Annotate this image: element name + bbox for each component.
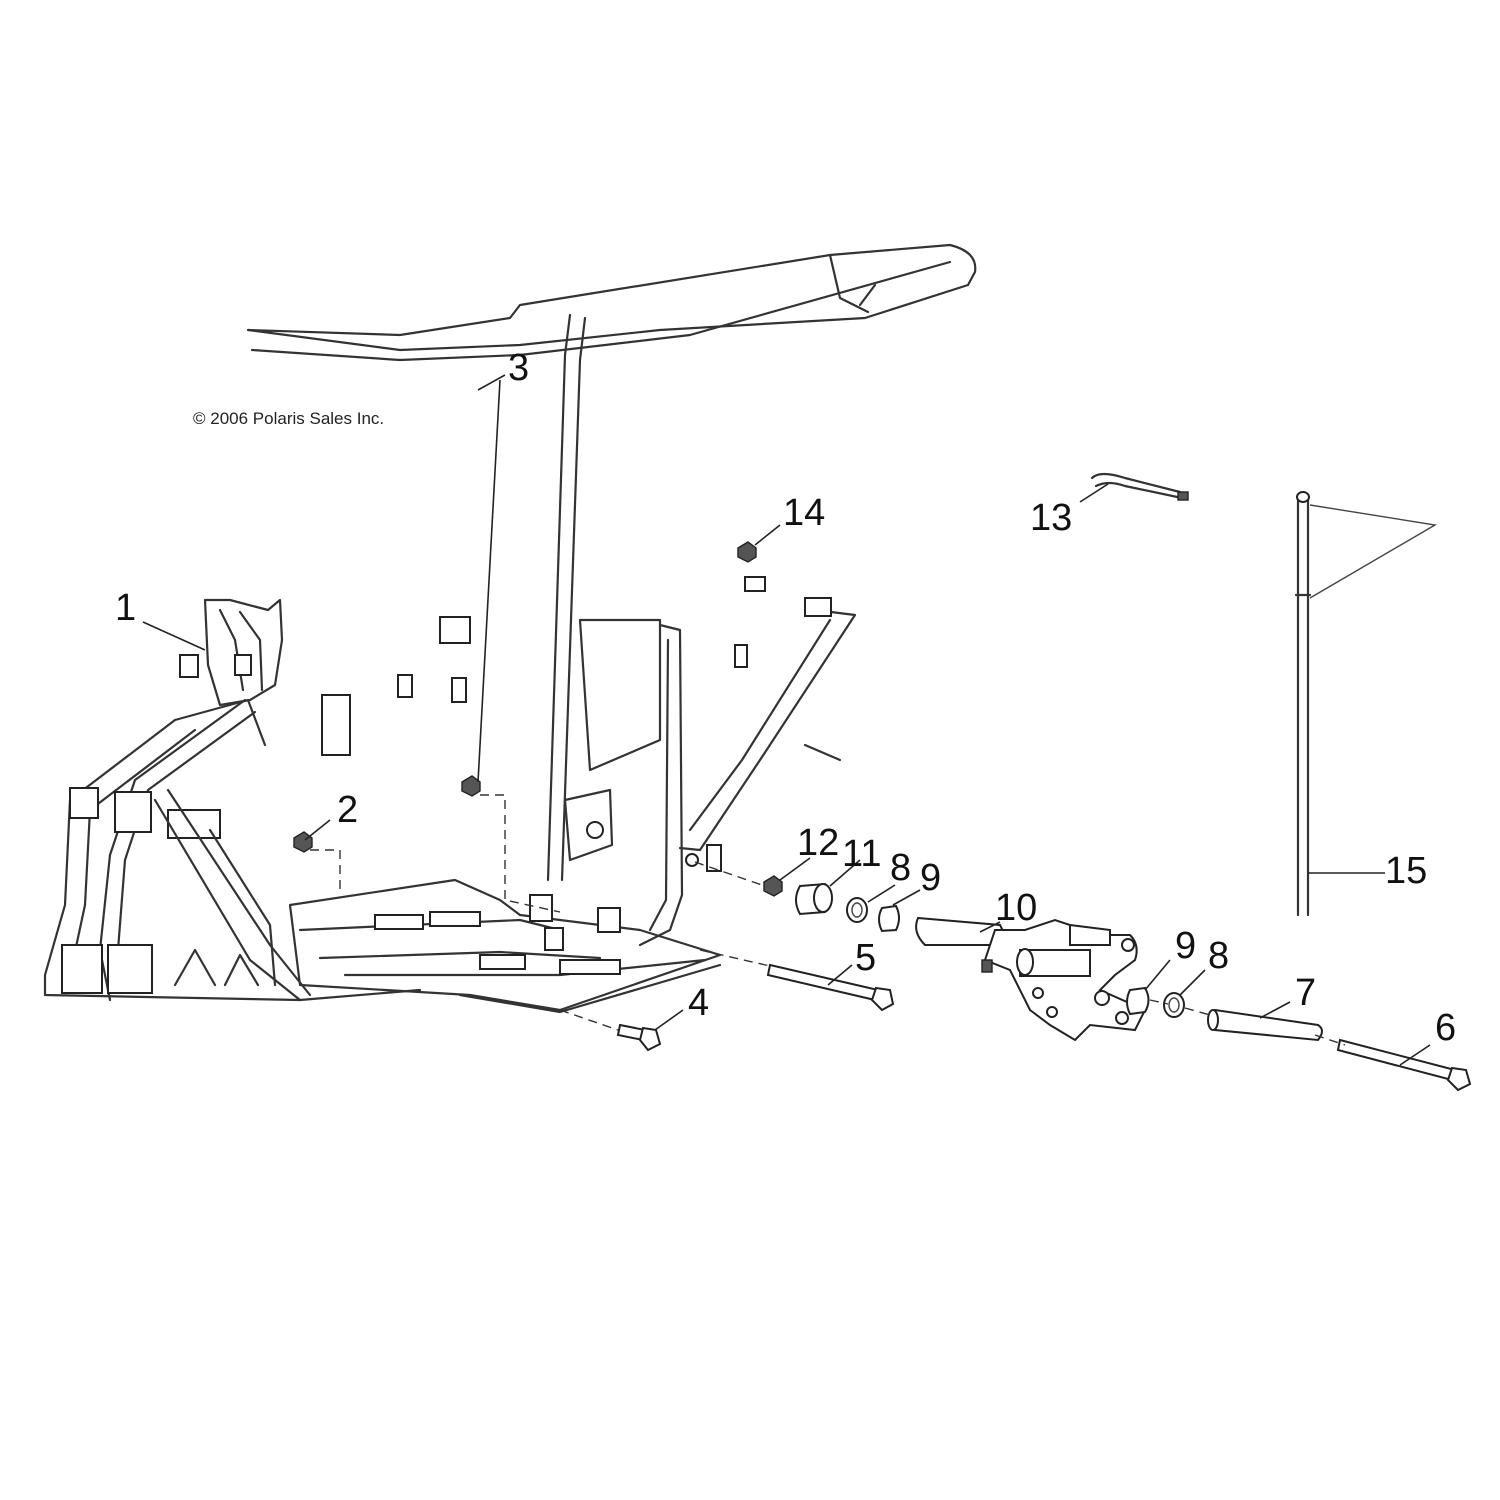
callout-13: 13 — [1030, 497, 1072, 539]
part-4-bolt — [616, 1023, 662, 1052]
callout-numbers: 1 2 3 4 5 6 7 8 9 10 11 12 13 14 15 9 8 — [115, 347, 1456, 1049]
callout-12: 12 — [797, 822, 839, 864]
part-15-flag — [1294, 491, 1438, 917]
part-2-nut — [293, 831, 313, 853]
part-14-nut — [737, 541, 757, 563]
part-5-bolt — [766, 963, 895, 1012]
callout-8: 8 — [890, 847, 911, 889]
leader-lines — [142, 374, 1431, 1066]
copyright-notice: © 2006 Polaris Sales Inc. — [193, 409, 385, 428]
part-9-bushing — [878, 904, 900, 933]
part-8-washer-right — [1163, 992, 1185, 1018]
part-9-bushing-right — [1126, 986, 1150, 1016]
frame-assembly — [43, 243, 977, 1014]
part-8-washer — [846, 897, 868, 923]
part-13-flag-bracket — [1090, 472, 1189, 501]
part-11-bushing — [795, 882, 833, 916]
callout-7: 7 — [1295, 972, 1316, 1014]
callout-10: 10 — [995, 887, 1037, 929]
part-6-bolt — [1336, 1038, 1472, 1092]
part-3-nut — [461, 775, 481, 797]
callout-2: 2 — [337, 789, 358, 831]
callout-9-right: 9 — [1175, 925, 1196, 967]
callout-3: 3 — [508, 347, 529, 389]
callout-5: 5 — [855, 937, 876, 979]
callout-11: 11 — [842, 833, 881, 875]
assembly-lines — [310, 794, 1346, 1046]
callout-8-right: 8 — [1208, 935, 1229, 977]
callout-1: 1 — [115, 587, 136, 629]
part-10-swing-arm — [915, 916, 1147, 1042]
callout-6: 6 — [1435, 1007, 1456, 1049]
callout-4: 4 — [688, 982, 709, 1024]
callout-14: 14 — [783, 492, 825, 534]
callout-9: 9 — [920, 857, 941, 899]
callout-15: 15 — [1385, 850, 1427, 892]
part-7-sleeve — [1207, 1008, 1323, 1042]
part-12-nut — [763, 875, 783, 897]
